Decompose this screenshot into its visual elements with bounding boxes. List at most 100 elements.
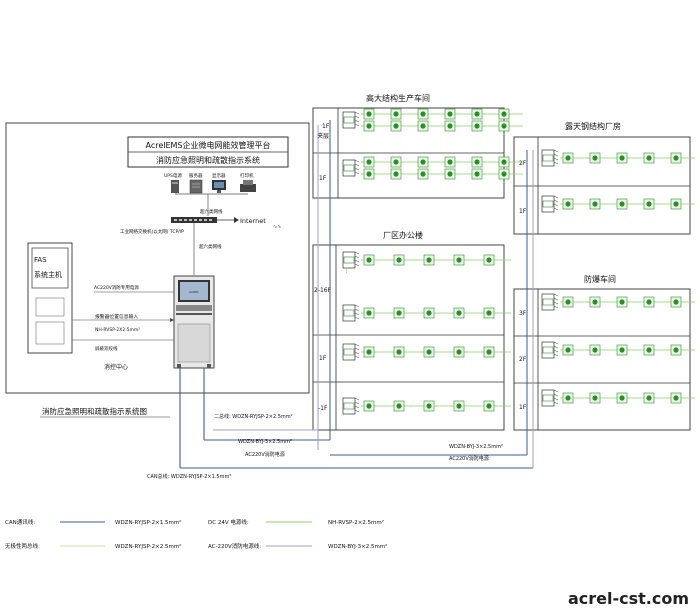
controller-icon — [542, 298, 554, 306]
lamp-row-expl-2f — [541, 341, 695, 359]
platform-title-line1: AcrelEMS企业微电网能效管理平台 — [145, 140, 270, 150]
lamp-dot — [474, 123, 480, 129]
lamp-dot — [393, 171, 399, 177]
host-device: 显示器 — [212, 173, 226, 193]
lamp-dot — [619, 155, 625, 161]
lamp-groups — [342, 108, 695, 415]
lamp-dot — [486, 349, 492, 355]
lamp-dot — [456, 403, 462, 409]
lamp-dot — [366, 111, 372, 117]
lamp-dot — [456, 257, 462, 263]
lamp-dot — [565, 201, 571, 207]
explosion-floor-2f: 2F — [519, 356, 527, 363]
host-label: 显示器 — [212, 173, 226, 179]
lamp-dot — [565, 347, 571, 353]
high-workshop-title: 高大结构生产车间 — [366, 93, 430, 103]
lamp-dot — [501, 159, 507, 165]
lamp-dot — [366, 123, 372, 129]
lamp-dot — [619, 299, 625, 305]
lamp-dot — [474, 171, 480, 177]
lamp-dot — [420, 159, 426, 165]
lamp-dot — [619, 395, 625, 401]
lamp-dot — [426, 403, 432, 409]
lamp-row-high-1f — [342, 156, 523, 180]
watermark: acrel-cst.com — [568, 589, 689, 608]
cabinet-monitor-text: ACREL — [189, 290, 199, 294]
lamp-dot — [501, 123, 507, 129]
lamp-dot — [646, 155, 652, 161]
lamp-dot — [426, 310, 432, 316]
lamp-dot — [486, 310, 492, 316]
lamp-dot — [393, 123, 399, 129]
steel-plant-building — [513, 136, 691, 235]
lamp-dot — [486, 403, 492, 409]
printer-label: 打印机 — [240, 172, 254, 179]
office-floor-1f: 1F — [319, 355, 327, 362]
lamp-row-office-top-a — [342, 251, 511, 269]
lamp-dot — [646, 395, 652, 401]
two-wire-bus-label: 二总线: WDZN-RYJSP-2×2.5mm² — [214, 413, 293, 420]
lamp-dot — [396, 257, 402, 263]
lamp-dot — [486, 257, 492, 263]
control-center-caption: 消控中心 — [104, 363, 128, 371]
explosion-floor-1f: 1F — [519, 404, 527, 411]
internet-icon: ∿∿ — [273, 224, 281, 230]
lamp-dot — [366, 159, 372, 165]
lamp-dot — [447, 123, 453, 129]
office-title: 厂区办公楼 — [383, 230, 423, 240]
control-cabinet: ACREL — [173, 275, 215, 369]
controller-icon — [343, 402, 355, 410]
lamp-dot — [426, 349, 432, 355]
legend-dc24-name: DC 24V 电源线: — [208, 518, 249, 526]
lamp-dot — [592, 201, 598, 207]
legend-dc24-cable: NH-RVSP-2×2.5mm² — [328, 519, 384, 526]
high-floor-mezz-2: 夹层 — [317, 132, 329, 140]
twisted-pair-top-label: 超六类网线 — [200, 208, 223, 215]
explosion-title: 防爆车间 — [584, 274, 616, 284]
explosion-floor-3f: 3F — [519, 310, 527, 317]
lamp-dot — [592, 299, 598, 305]
lamp-row-steel-1f — [541, 195, 695, 213]
can-bus-label: CAN总线: WDZN-RYJSP-2×1.5mm² — [147, 473, 231, 480]
printer-device: 打印机 — [240, 172, 256, 192]
lamp-dot — [396, 403, 402, 409]
internet-label: Internet — [240, 217, 266, 225]
lamp-dot — [447, 171, 453, 177]
lamp-dot — [501, 171, 507, 177]
lamp-dot — [366, 257, 372, 263]
lamp-dot — [474, 159, 480, 165]
lamp-dot — [393, 111, 399, 117]
lamp-row-high-mezz — [342, 108, 523, 132]
lamp-dot — [673, 201, 679, 207]
legend-ac220-name: AC-220V消防电源线: — [208, 542, 261, 550]
controller-icon — [343, 309, 355, 317]
explosion-building — [513, 288, 691, 431]
controller-icon — [343, 116, 355, 124]
power-left-cable-label: WDZN-BYJ-3×2.5mm² — [238, 439, 292, 445]
steel-plant-title: 露天钢结构厂房 — [565, 121, 621, 131]
fas-host: FAS 系统主机 — [27, 242, 73, 354]
lamp-dot — [501, 111, 507, 117]
lamp-dot — [456, 310, 462, 316]
lamp-dot — [592, 395, 598, 401]
lamp-dot — [619, 201, 625, 207]
legend-can-name: CAN通讯线: — [5, 518, 35, 526]
lamp-dot — [393, 159, 399, 165]
lamp-dot — [565, 395, 571, 401]
office-dots: ⋮ — [343, 266, 350, 274]
office-floor-2-16f: 2-16F — [314, 287, 332, 294]
lamp-dot — [619, 347, 625, 353]
power-right-name-label: AC220V消防电源 — [449, 455, 489, 462]
lamp-dot — [673, 347, 679, 353]
lamp-row-expl-1f — [541, 389, 695, 407]
lamp-dot — [592, 347, 598, 353]
legend: CAN通讯线: WDZN-RYJSP-2×1.5mm² DC 24V 电源线: … — [5, 518, 387, 550]
lamp-row-steel-2f — [541, 149, 695, 167]
lamp-dot — [366, 349, 372, 355]
controller-icon — [542, 154, 554, 162]
lamp-dot — [673, 155, 679, 161]
legend-bus-name: 无极性两总线: — [5, 542, 40, 550]
controller-icon — [542, 394, 554, 402]
lamp-dot — [673, 299, 679, 305]
diagram-title: 消防应急照明和疏散指示系统图 — [42, 406, 147, 416]
